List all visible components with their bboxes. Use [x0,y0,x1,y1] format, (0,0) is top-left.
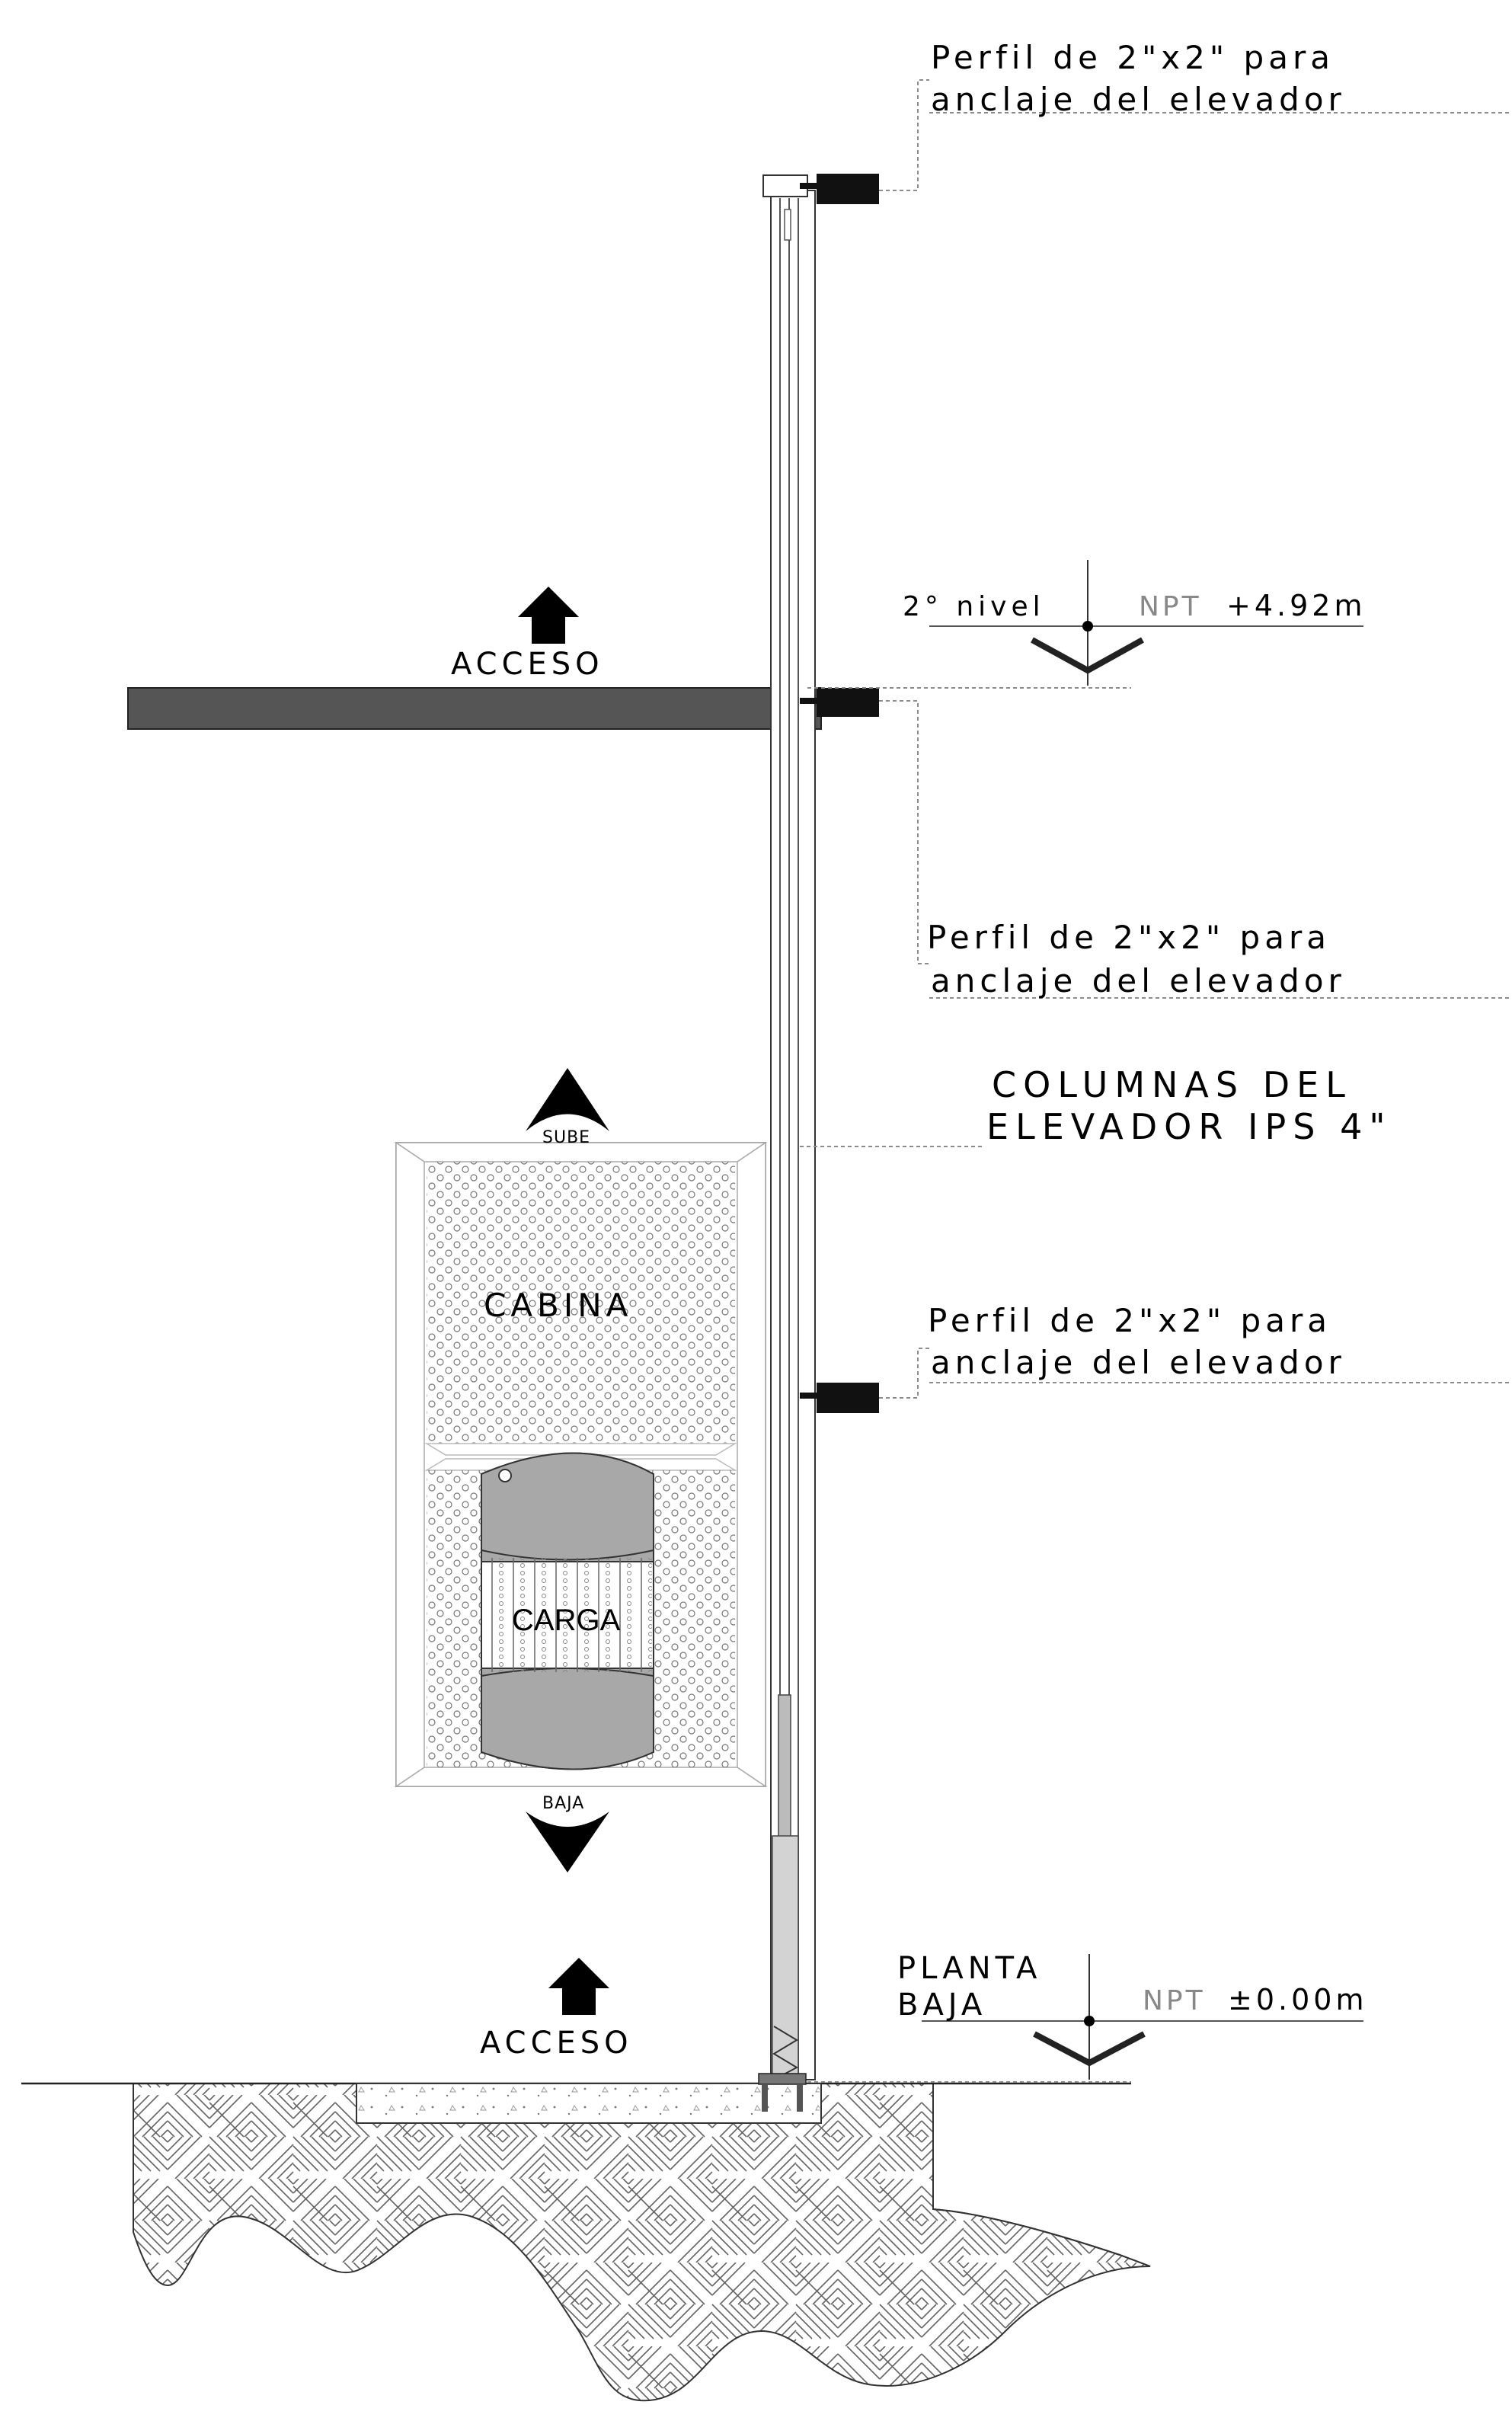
down-label: BAJA [542,1794,584,1813]
level-marker-ground: PLANTA BAJA NPT ±0.00m [897,1951,1367,2080]
level-2-name: 2° nivel [903,591,1045,622]
cabin-label: CABINA [484,1287,632,1324]
arrow-up-icon-shape [518,587,579,644]
annotation-anchor-mid: Perfil de 2"x2" para anclaje del elevado… [927,919,1346,999]
annotation-anchor-top: Perfil de 2"x2" para anclaje del elevado… [931,39,1346,118]
chevron-down-icon [526,1812,609,1872]
leader-lines [800,79,1512,2083]
ground-section [21,2082,1151,2402]
ground-name-1: PLANTA [897,1951,1041,1986]
cabin-upper-panel [427,1162,735,1444]
level-2-value: +4.92m [1226,589,1366,622]
base-plate [758,2073,807,2085]
cabin-platform: CABINA CARGA [394,1141,768,1788]
columns-line-1: COLUMNAS DEL [992,1064,1352,1105]
soil-hatch [133,2083,1151,2402]
annotation-columns: COLUMNAS DEL ELEVADOR IPS 4" [986,1064,1392,1147]
anchor-bracket-low [800,1383,879,1413]
anchor-bracket-top [800,174,879,204]
chevron-up-icon [526,1068,609,1131]
access-top-label: ACCESO [451,647,604,682]
anchor-bracket-mid [800,688,879,717]
level-2-npt: NPT [1139,591,1202,622]
ground-name-2: BAJA [897,1987,986,2023]
ground-npt: NPT [1143,1985,1206,2016]
elevator-column [758,174,816,2112]
down-indicator: BAJA [526,1794,609,1872]
arrow-up-icon [548,1958,609,2015]
anchor-mid-line-1: Perfil de 2"x2" para [927,919,1331,956]
concrete-footing-fill [358,2085,820,2122]
anchor-mid-line-2: anclaje del elevador [931,962,1346,999]
piston-rod [778,1694,791,1840]
anchor-low-line-2: anclaje del elevador [931,1344,1346,1381]
level-marker-2: 2° nivel NPT +4.92m [903,560,1366,686]
up-indicator: SUBE [526,1068,609,1147]
access-bottom-label: ACCESO [480,2026,633,2061]
cargo-label: CARGA [512,1604,621,1637]
ground-value: ±0.00m [1228,1983,1367,2016]
piston-cylinder [772,1835,799,2077]
anchor-top-line-1: Perfil de 2"x2" para [931,39,1335,76]
floor-slab [127,687,822,730]
annotation-anchor-low: Perfil de 2"x2" para anclaje del elevado… [928,1302,1346,1381]
base-spring [772,2026,799,2080]
access-top: ACCESO [451,587,604,682]
columns-line-2: ELEVADOR IPS 4" [986,1106,1392,1147]
soil-profile-line [932,2208,1151,2267]
up-label: SUBE [542,1128,590,1147]
cargo-barrel: CARGA [481,1452,654,1770]
access-bottom: ACCESO [480,1958,633,2061]
anchor-top-line-2: anclaje del elevador [931,81,1346,118]
anchor-low-line-1: Perfil de 2"x2" para [928,1302,1331,1339]
